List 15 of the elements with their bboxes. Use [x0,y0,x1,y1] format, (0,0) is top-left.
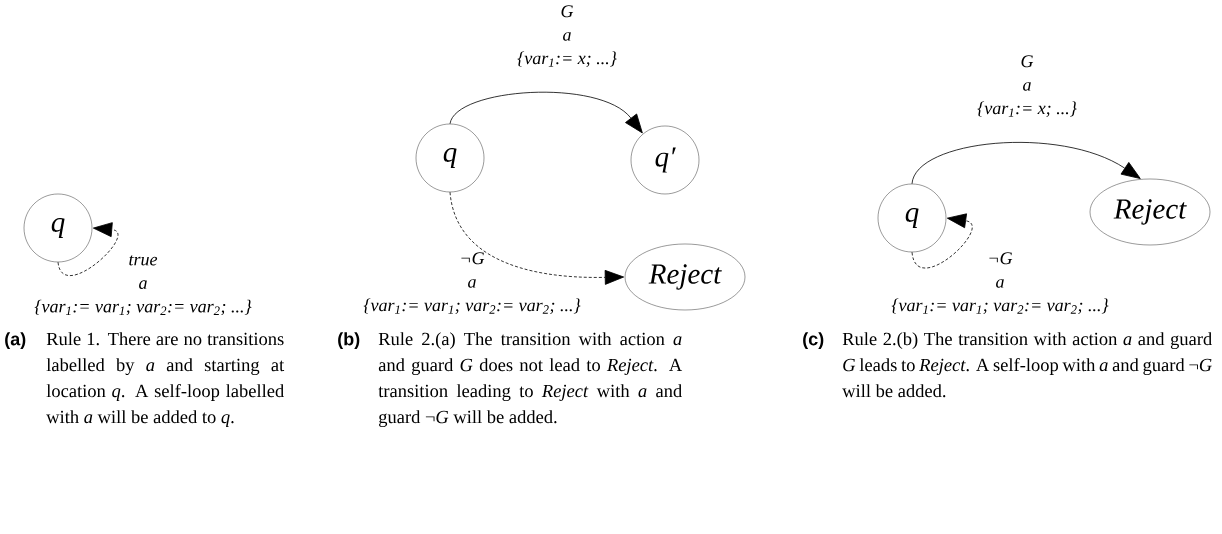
edge-label: ¬G a {var$_{1}$:= var$_{1}$; var$_{2}$:= var$_{2}$; ...} [363,252,581,314]
edge-label: ¬G a {var$_{1}$:= var$_{1}$; var$_{2}$:= var$_{2}$; ...} [891,252,1109,314]
transition-arrow [911,213,973,269]
caption: Rule 1. There are no transitions labelled by a and starting at location q. A self-loop labelled with a will be added to q. [46,332,285,427]
transition-arrow [449,91,643,134]
transition-arrow [449,191,625,285]
edge-label: G a {var$_{1}$:= x; ...} [517,5,617,67]
transition-arrow [911,141,1141,185]
caption: Rule 2.(a) The transition with action a and guard G does not lead to Reject. A transition leading to Reject with a and guard ¬G will be added. [378,332,683,428]
subfigure-letter: (b) [338,332,360,349]
subfigure-letter: (c) [803,332,824,349]
subfigure-letter: (a) [5,332,26,349]
transition-arrow [57,222,119,276]
edge-label: G a {var$_{1}$:= x; ...} [977,55,1077,117]
caption: Rule 2.(b) The transition with action a and guard G leads to Reject. A self-loop with a and guard ¬G will be added. [842,332,1212,398]
